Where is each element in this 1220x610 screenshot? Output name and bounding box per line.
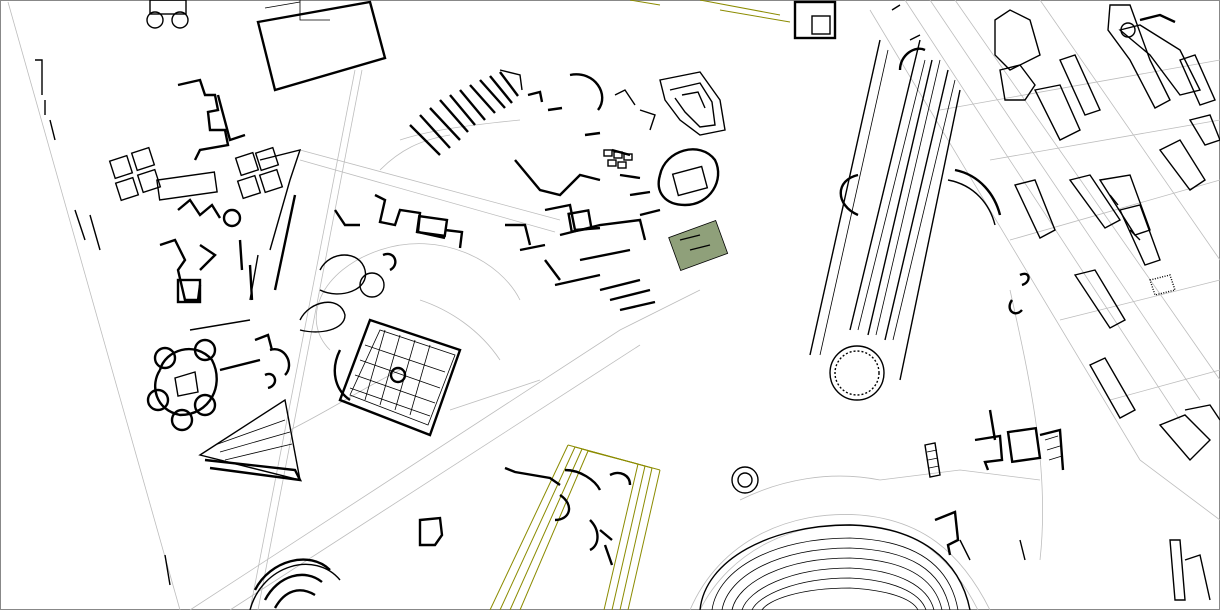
west-fragment-a (74, 209, 101, 251)
road-east-lower (1139, 459, 1220, 521)
road-east-3 (954, 0, 1220, 381)
west-fragment-b (164, 554, 171, 586)
east-round-court (1120, 22, 1136, 38)
road-east-cross-3 (1009, 179, 1220, 241)
west-long-bar (249, 149, 302, 301)
tri-arm-building (554, 468, 632, 566)
zigzag-building-east (934, 510, 960, 556)
central-south-features (249, 0, 971, 610)
road-east-boundary (1009, 289, 1044, 561)
nw-fragment-1 (35, 59, 46, 115)
east-district (793, 0, 1220, 601)
west-wing-building-2 (216, 94, 246, 142)
cross-building (418, 516, 444, 547)
road-ns-left-2 (257, 69, 363, 610)
road-east-2 (929, 0, 1201, 401)
central-north-complex (299, 69, 729, 437)
stepped-terrace-sw (198, 398, 303, 482)
road-ew-upper (299, 149, 561, 221)
path-curve-2 (379, 134, 451, 171)
olive-lines-north (629, 0, 791, 23)
path-park-1 (315, 243, 521, 351)
path-park-4 (419, 299, 501, 361)
blob-pavilions (299, 252, 397, 333)
path-park-3 (449, 379, 541, 411)
ladder-building (334, 193, 464, 249)
square-building-north (793, 0, 837, 40)
parallel-strips (809, 39, 961, 381)
road-east-cross-4 (1059, 279, 1220, 321)
amphitheatre-sw (249, 558, 341, 610)
road-west-boundary (7, 1, 181, 610)
round-fountain (731, 466, 759, 494)
road-east-5 (869, 9, 1141, 461)
road-main-diagonal-2 (229, 344, 641, 610)
central-building-cluster (505, 131, 661, 312)
curved-arcade-east (954, 168, 1002, 216)
nw-building-cluster (35, 0, 387, 586)
comb-building (409, 69, 523, 156)
road-east-cross-1 (939, 59, 1220, 111)
west-wing-building (177, 78, 230, 161)
arc-pavilion (569, 73, 604, 111)
small-tile-row (603, 149, 633, 169)
east-stub-1 (959, 539, 1026, 561)
round-building (657, 148, 720, 207)
clover-pavilion (146, 0, 189, 29)
olive-avenue (489, 444, 661, 610)
west-ramp (189, 319, 251, 331)
arc-pavilion-east (839, 173, 859, 217)
road-east-1 (904, 0, 1181, 421)
road-network (7, 0, 1220, 610)
maze-building (614, 71, 726, 136)
nw-fragment-2 (49, 119, 56, 141)
cross-building-east (974, 409, 1065, 471)
rosette-annex (254, 333, 274, 351)
road-main-diagonal (189, 289, 701, 610)
road-south-arc (689, 514, 991, 610)
road-lower-right (879, 469, 1041, 481)
axis-marker (504, 466, 561, 486)
curved-arcade-east-2 (947, 179, 996, 226)
arc-pavilion-east-2 (898, 47, 926, 71)
road-east-4 (1039, 0, 1220, 261)
path-park-2 (289, 369, 401, 431)
circular-colonnade (829, 345, 885, 401)
stadium (699, 524, 971, 610)
road-east-cross-5 (1109, 369, 1220, 401)
road-east-cross-2 (989, 119, 1220, 161)
fan-building-west (159, 198, 254, 304)
diamond-pyramid (333, 318, 462, 437)
east-fragment-crest (1139, 13, 1176, 24)
small-c-pieces (527, 90, 563, 112)
west-long-wall (273, 194, 297, 291)
rosette-pavilion (146, 338, 218, 432)
rosette-arcade (219, 348, 291, 390)
north-fragment (891, 4, 921, 41)
square-pavilion-north (256, 0, 387, 92)
path-curve-1 (399, 119, 521, 141)
road-plaza-outline (739, 475, 881, 501)
small-block-west (156, 171, 218, 201)
green-courtyard (668, 219, 729, 271)
tile-grid-west (108, 146, 284, 202)
east-blocks (994, 4, 1220, 601)
road-ew-upper-2 (299, 159, 556, 233)
ladder-block-east (924, 442, 941, 478)
east-c-marker (1008, 272, 1030, 315)
